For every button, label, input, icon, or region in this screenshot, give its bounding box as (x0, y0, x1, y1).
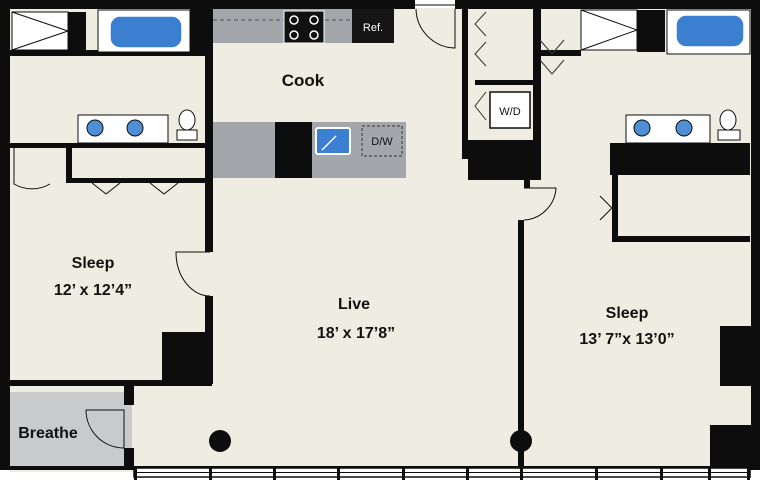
sink-icon (86, 119, 104, 137)
toilet-icon (719, 109, 737, 131)
dishwasher (361, 125, 403, 157)
room-doors (13, 148, 613, 449)
room-dimensions-sleep-left: 12’ x 12’4” (54, 282, 132, 299)
window-strip (133, 467, 751, 480)
entry-door (415, 4, 456, 49)
room-dimensions-live: 18’ x 17’8” (317, 325, 395, 342)
washer-dryer-label: W/D (499, 106, 520, 118)
structural-column (510, 430, 532, 452)
closet-door (539, 59, 565, 75)
closet-door (539, 39, 565, 55)
room-name-cook: Cook (282, 71, 325, 90)
toilet-icon (178, 109, 196, 131)
cooktop-icon (283, 10, 325, 44)
bathtub-icon (109, 15, 183, 49)
room-name-live: Live (338, 296, 370, 313)
kitchen-sink-icon (315, 127, 351, 155)
dishwasher-label: D/W (371, 136, 393, 148)
left-bath-fixtures (11, 9, 198, 144)
refrigerator-label: Ref. (363, 22, 383, 34)
sink-icon (633, 119, 651, 137)
closet-door (474, 11, 487, 37)
washer-dryer (489, 91, 531, 129)
sink-icon (675, 119, 693, 137)
closet-door (474, 91, 487, 121)
interior-walls (10, 9, 752, 467)
room-dimensions-sleep-right: 13’ 7”x 13’0” (579, 331, 674, 348)
closet-door (474, 41, 487, 67)
bathtub-icon (675, 14, 745, 48)
room-name-sleep-right: Sleep (606, 305, 649, 322)
room-name-breathe: Breathe (18, 425, 78, 442)
room-name-sleep-left: Sleep (72, 255, 115, 272)
structural-column (209, 430, 231, 452)
sink-icon (126, 119, 144, 137)
right-bath-fixtures (580, 9, 751, 144)
refrigerator (352, 9, 394, 43)
balcony-area (10, 392, 132, 468)
